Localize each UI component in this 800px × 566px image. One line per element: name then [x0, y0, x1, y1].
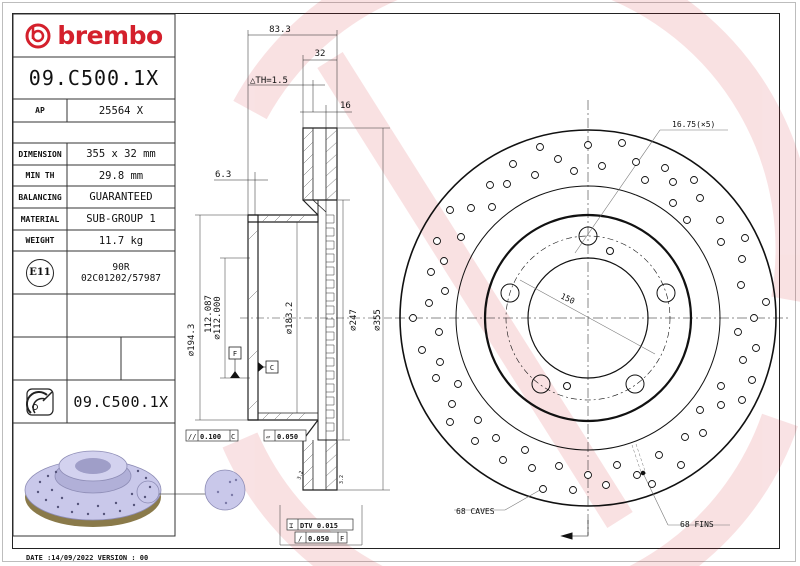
- parallelism-symbol: //: [188, 433, 196, 441]
- dim-dia-247: ⌀247: [349, 309, 359, 331]
- parallelism-value: 0.100: [200, 433, 221, 441]
- dimension-label: DIMENSION: [18, 149, 62, 159]
- front-view: [395, 100, 790, 540]
- dtv-symbol: ⌶: [289, 522, 293, 530]
- runout-value: 0.050: [308, 535, 329, 543]
- footer-part-number: 09.C500.1X: [73, 392, 169, 411]
- dim-delta-th: △TH=1.5: [250, 76, 288, 86]
- ap-label: AP: [35, 106, 45, 115]
- roughness-right: 3.2: [339, 475, 345, 484]
- section-hatching: [247, 129, 338, 489]
- ap-value: 25564 X: [98, 104, 144, 117]
- flatness-symbol: ▱: [266, 433, 271, 441]
- parallelism-datum: C: [231, 433, 235, 441]
- disc-product-icon: [25, 387, 54, 416]
- e11-homologation-icon: E11: [26, 258, 54, 287]
- datum-f-label: F: [233, 350, 237, 358]
- date-version-footer: DATE :14/09/2022 VERSION : 00: [26, 554, 149, 562]
- dim-dia-112-upper: 112.087: [204, 295, 214, 333]
- balancing-value: GUARANTEED: [89, 191, 153, 203]
- bolt-hole-label: 16.75(×5): [672, 120, 715, 129]
- homologation-values: 90R 02C01202/57987: [67, 251, 175, 294]
- min-th-label: MIN TH: [25, 171, 55, 180]
- dim-overall-height: 83.3: [269, 25, 291, 35]
- disc-product-icon-cell: [13, 380, 67, 423]
- cooling-vanes: [326, 214, 335, 432]
- diameter-dims: [195, 127, 395, 491]
- tolerance-frames: [185, 429, 363, 546]
- disc-3d-render: [24, 450, 246, 527]
- brand-name: brembo: [57, 21, 163, 50]
- homologation-mark-cell: E11: [13, 251, 67, 294]
- brembo-logo-icon: [25, 23, 51, 48]
- homologation-line1: 90R: [112, 261, 130, 273]
- material-value: SUB-GROUP 1: [86, 213, 156, 225]
- dim-thickness: 32: [315, 49, 326, 59]
- dim-dia-194: ⌀194.3: [187, 324, 197, 357]
- dimension-value: 355 x 32 mm: [86, 148, 156, 160]
- pcd-label: 150: [559, 292, 576, 306]
- cross-drill-holes: [409, 139, 770, 494]
- material-label: MATERIAL: [20, 214, 60, 224]
- min-th-value: 29.8 mm: [98, 169, 144, 182]
- flatness-value: 0.050: [277, 433, 298, 441]
- weight-value: 11.7 kg: [98, 234, 144, 247]
- runout-datum: F: [340, 535, 344, 543]
- roughness-left: 3.2: [296, 470, 305, 481]
- runout-symbol: /: [298, 535, 302, 543]
- dim-dia-112-lower: ⌀112.000: [213, 296, 223, 339]
- balancing-label: BALANCING: [18, 192, 62, 202]
- datum-c-label: C: [270, 364, 274, 372]
- weight-label: WEIGHT: [25, 236, 55, 245]
- caves-label: 68 CAVES: [456, 507, 495, 516]
- dim-half-thickness: 16: [340, 101, 351, 111]
- datum-c-marker: [258, 360, 279, 374]
- dtv-value: DTV 0.015: [300, 522, 338, 530]
- part-number: 09.C500.1X: [28, 66, 160, 90]
- dim-hat-wall: 6.3: [215, 170, 231, 180]
- dim-dia-183: ⌀183.2: [285, 302, 295, 335]
- homologation-line2: 02C01202/57987: [80, 272, 162, 284]
- dim-dia-355: ⌀355: [373, 309, 383, 331]
- fins-label: 68 FINS: [680, 520, 714, 529]
- datum-f-marker: [228, 346, 242, 378]
- brand-logo: brembo: [13, 14, 175, 57]
